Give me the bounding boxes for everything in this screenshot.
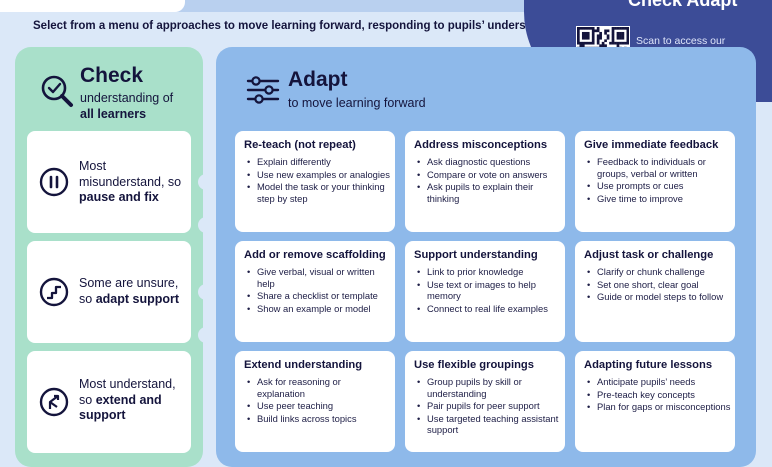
adapt-card-list: Anticipate pupils’ needs Pre-teach key c… <box>587 376 731 414</box>
list-item: Pair pupils for peer support <box>417 400 561 412</box>
check-card-misunderstand[interactable]: Most misunderstand, so pause and fix <box>27 131 191 233</box>
adapt-card-title: Extend understanding <box>244 359 363 371</box>
intro-text: Select from a menu of approaches to move… <box>33 20 571 32</box>
list-item: Model the task or your thinking step by … <box>247 181 391 204</box>
list-item: Build links across topics <box>247 413 391 425</box>
list-item: Give verbal, visual or written help <box>247 266 391 289</box>
adapt-card-list: Group pupils by skill or understanding P… <box>417 376 561 437</box>
check-card-lead: Most understand, so <box>79 377 176 407</box>
list-item: Feedback to individuals or groups, verba… <box>587 156 731 179</box>
list-item: Link to prior knowledge <box>417 266 561 278</box>
check-subtitle: understanding of <box>80 91 174 105</box>
connector <box>198 174 220 190</box>
list-item: Give time to improve <box>587 193 731 205</box>
list-item: Ask diagnostic questions <box>417 156 561 168</box>
top-title: Check Adapt <box>628 0 738 10</box>
adapt-card-misconceptions[interactable]: Address misconceptions Ask diagnostic qu… <box>405 131 565 232</box>
list-item: Share a checklist or template <box>247 290 391 302</box>
adapt-card-challenge[interactable]: Adjust task or challenge Clarify or chun… <box>575 241 735 342</box>
adapt-card-feedback[interactable]: Give immediate feedback Feedback to indi… <box>575 131 735 232</box>
adapt-card-title: Adjust task or challenge <box>584 249 714 261</box>
adapt-card-title: Re-teach (not repeat) <box>244 139 356 151</box>
top-band-white <box>0 0 185 12</box>
list-item: Use new examples or analogies <box>247 169 391 181</box>
list-item: Anticipate pupils’ needs <box>587 376 731 388</box>
connector <box>198 284 220 300</box>
adapt-subtitle: to move learning forward <box>288 96 426 110</box>
adapt-card-title: Add or remove scaffolding <box>244 249 386 261</box>
list-item: Use prompts or cues <box>587 180 731 192</box>
connector <box>198 327 220 343</box>
adapt-card-list: Ask for reasoning or explanation Use pee… <box>247 376 391 425</box>
check-card-text: Some are unsure, so adapt support <box>79 276 187 307</box>
branch-arrow-icon <box>39 387 69 417</box>
adapt-card-title: Use flexible groupings <box>414 359 534 371</box>
check-card-understand[interactable]: Most understand, so extend and support <box>27 351 191 453</box>
adapt-card-list: Clarify or chunk challenge Set one short… <box>587 266 731 304</box>
list-item: Plan for gaps or misconceptions <box>587 401 731 413</box>
adapt-card-title: Adapting future lessons <box>584 359 713 371</box>
list-item: Explain differently <box>247 156 391 168</box>
connector <box>198 217 220 233</box>
adapt-card-title: Support understanding <box>414 249 538 261</box>
list-item: Ask for reasoning or explanation <box>247 376 391 399</box>
check-card-lead: Some are unsure, so <box>79 276 179 306</box>
list-item: Use text or images to help memory <box>417 279 561 302</box>
adapt-card-list: Link to prior knowledge Use text or imag… <box>417 266 561 315</box>
sliders-icon <box>246 76 280 104</box>
check-card-unsure[interactable]: Some are unsure, so adapt support <box>27 241 191 343</box>
list-item: Show an example or model <box>247 303 391 315</box>
list-item: Set one short, clear goal <box>587 279 731 291</box>
list-item: Compare or vote on answers <box>417 169 561 181</box>
check-card-lead: Most misunderstand, so <box>79 159 182 189</box>
list-item: Guide or model steps to follow <box>587 291 731 303</box>
check-subtitle-bold: all learners <box>80 107 147 121</box>
list-item: Connect to real life examples <box>417 303 561 315</box>
adapt-card-extend[interactable]: Extend understanding Ask for reasoning o… <box>235 351 395 452</box>
adapt-card-scaffolding[interactable]: Add or remove scaffolding Give verbal, v… <box>235 241 395 342</box>
adapt-card-list: Feedback to individuals or groups, verba… <box>587 156 731 205</box>
list-item: Use targeted teaching assistant support <box>417 413 561 436</box>
magnifier-check-icon <box>41 75 73 107</box>
adapt-card-list: Explain differently Use new examples or … <box>247 156 391 205</box>
adapt-card-title: Give immediate feedback <box>584 139 719 151</box>
adapt-card-support[interactable]: Support understanding Link to prior know… <box>405 241 565 342</box>
adapt-card-list: Ask diagnostic questions Compare or vote… <box>417 156 561 205</box>
adapt-card-title: Address misconceptions <box>414 139 548 151</box>
pause-icon <box>39 167 69 197</box>
check-card-bold: pause and fix <box>79 190 159 204</box>
check-card-text: Most understand, so extend and support <box>79 377 189 424</box>
adapt-card-groupings[interactable]: Use flexible groupings Group pupils by s… <box>405 351 565 452</box>
steps-icon <box>39 277 69 307</box>
check-title: Check <box>80 64 144 87</box>
adapt-title: Adapt <box>288 68 348 91</box>
adapt-card-reteach[interactable]: Re-teach (not repeat) Explain differentl… <box>235 131 395 232</box>
check-card-text: Most misunderstand, so pause and fix <box>79 159 187 206</box>
check-card-bold: extend and support <box>79 392 162 423</box>
list-item: Use peer teaching <box>247 400 391 412</box>
list-item: Group pupils by skill or understanding <box>417 376 561 399</box>
adapt-card-list: Give verbal, visual or written help Shar… <box>247 266 391 315</box>
list-item: Clarify or chunk challenge <box>587 266 731 278</box>
adapt-card-future-lessons[interactable]: Adapting future lessons Anticipate pupil… <box>575 351 735 452</box>
list-item: Pre-teach key concepts <box>587 389 731 401</box>
check-card-bold: adapt support <box>95 291 180 306</box>
list-item: Ask pupils to explain their thinking <box>417 181 561 204</box>
